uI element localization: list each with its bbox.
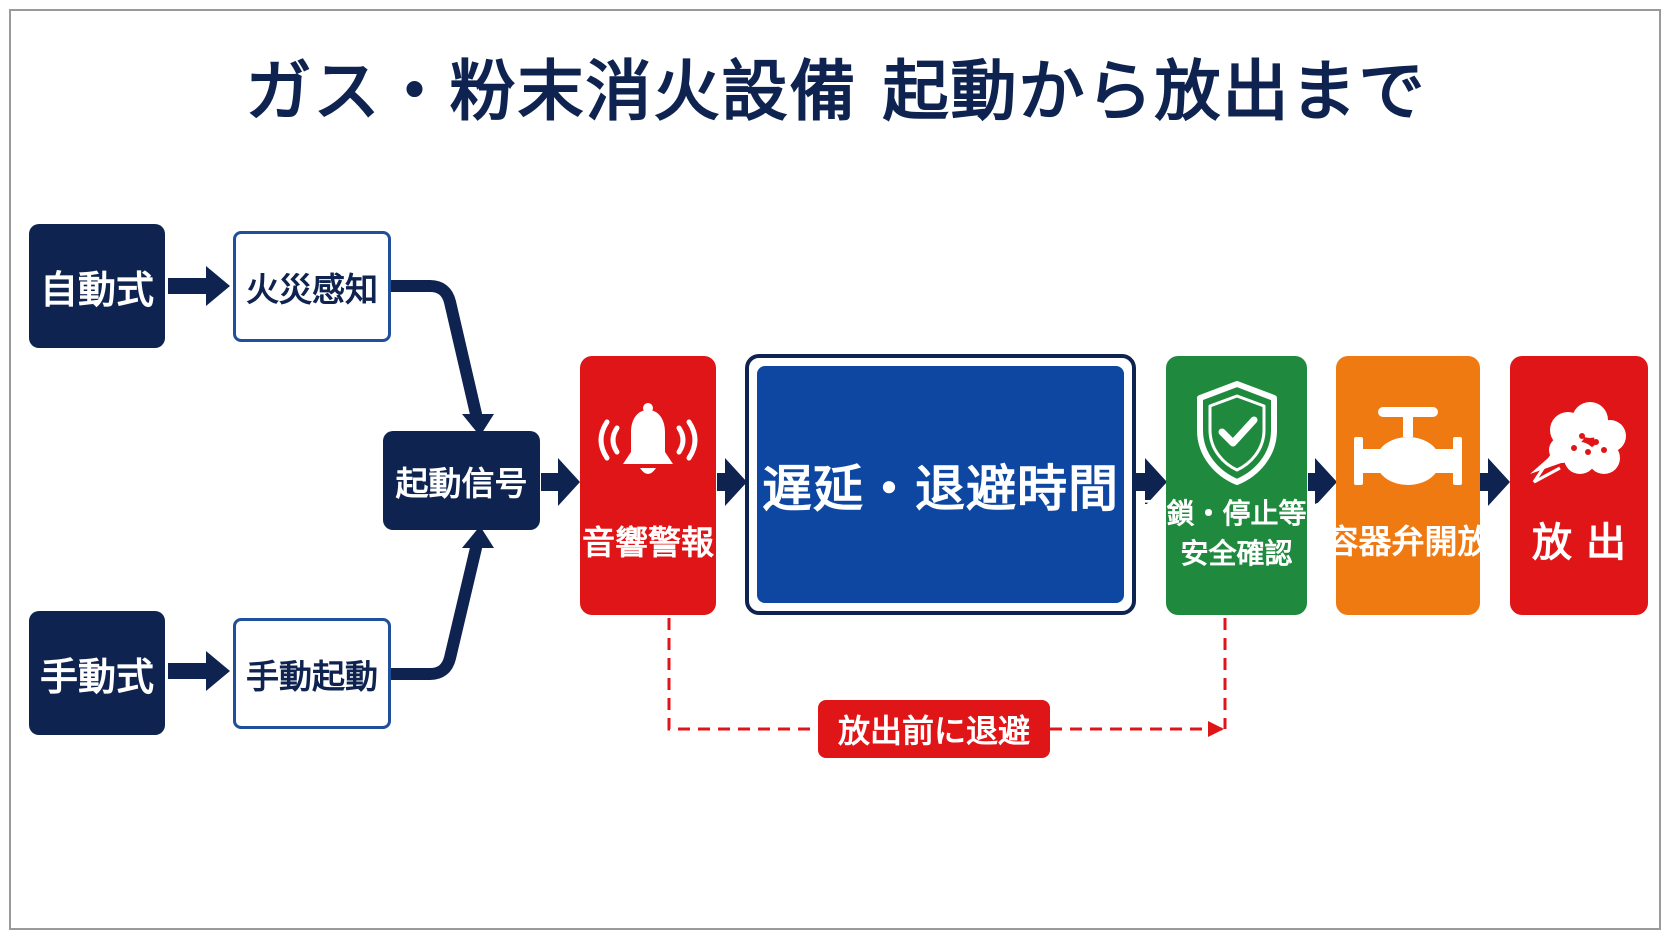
manual-start-label: 手動起動 <box>246 656 378 696</box>
start-signal-box: 起動信号 <box>383 431 540 530</box>
manual-type-label: 手動式 <box>39 654 154 699</box>
arrow-manual-to-start <box>168 651 230 691</box>
arrow-detect-to-signal <box>386 280 494 436</box>
auto-type-label: 自動式 <box>39 267 154 312</box>
manual-start-box: 手動起動 <box>233 618 391 729</box>
arrow-check-to-valve <box>1308 458 1337 506</box>
step-delay-panel: 遅延・退避時間 <box>757 366 1124 603</box>
step-alarm: 音響警報 <box>580 356 716 615</box>
auto-type-box: 自動式 <box>29 224 165 348</box>
arrow-start-to-signal <box>386 526 494 680</box>
step-discharge-label: 放 出 <box>1532 519 1626 566</box>
shield-check-icon <box>1192 378 1282 488</box>
step-delay-label: 遅延・退避時間 <box>762 459 1119 518</box>
arrow-delay-to-check <box>1135 458 1167 506</box>
step-safety-check: 閉鎖・停止等の 安全確認 <box>1139 356 1335 615</box>
diagram-title: ガス・粉末消火設備 起動から放出まで <box>245 53 1427 130</box>
evacuate-before-discharge-text: 放出前に退避 <box>837 712 1030 750</box>
evacuation-dashed-line <box>667 618 1227 737</box>
bell-icon <box>593 398 703 498</box>
step-safety-check-line2: 安全確認 <box>1180 536 1293 570</box>
step-delay: 遅延・退避時間 <box>745 354 1136 615</box>
step-valve-open-label: 容器弁開放 <box>1325 521 1491 561</box>
step-safety-check-text: 閉鎖・停止等の 安全確認 <box>1139 494 1335 574</box>
start-signal-label: 起動信号 <box>395 463 528 503</box>
arrow-auto-to-detect <box>168 266 230 306</box>
step-discharge: 放 出 <box>1510 356 1648 615</box>
step-valve-open: 容器弁開放 <box>1326 356 1491 615</box>
fire-detection-box: 火災感知 <box>233 231 391 342</box>
evacuate-before-discharge-label: 放出前に退避 <box>818 700 1050 758</box>
arrow-alarm-to-delay <box>717 458 747 506</box>
discharge-cloud-icon <box>1524 394 1634 494</box>
arrow-valve-to-discharge <box>1480 458 1510 506</box>
fire-detection-label: 火災感知 <box>246 269 378 309</box>
step-safety-check-line1: 閉鎖・停止等の <box>1138 496 1335 530</box>
arrow-signal-to-alarm <box>541 458 580 506</box>
valve-icon <box>1348 399 1468 499</box>
manual-type-box: 手動式 <box>29 611 165 735</box>
step-alarm-label: 音響警報 <box>582 522 714 562</box>
